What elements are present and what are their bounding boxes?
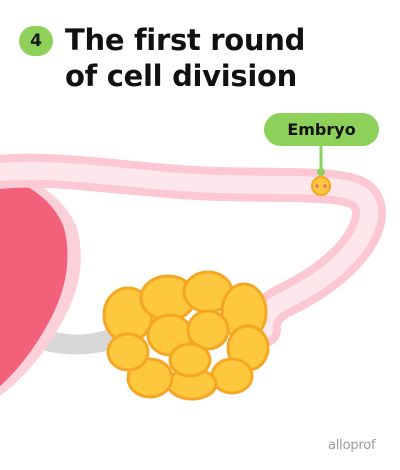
page-title: The first round of cell division [65, 22, 305, 94]
follicle [210, 357, 254, 395]
step-number: 4 [30, 31, 42, 51]
title-line-1: The first round [65, 23, 306, 57]
embryo-callout: Embryo [264, 113, 379, 146]
embryo-label: Embryo [287, 120, 356, 139]
follicle [106, 332, 150, 372]
fallopian-tube-lumen [0, 161, 378, 339]
brand-logo: alloprof [328, 438, 376, 453]
ovary [102, 270, 270, 401]
callout-dot [317, 168, 325, 176]
embryo-cell-nucleus [323, 184, 327, 188]
uterus-inner [0, 176, 68, 386]
follicle [168, 342, 212, 378]
embryo-cell-nucleus [315, 184, 319, 188]
step-number-badge: 4 [19, 26, 53, 56]
embryo [311, 176, 331, 196]
follicle [186, 309, 230, 351]
title-line-2: of cell division [65, 59, 297, 93]
